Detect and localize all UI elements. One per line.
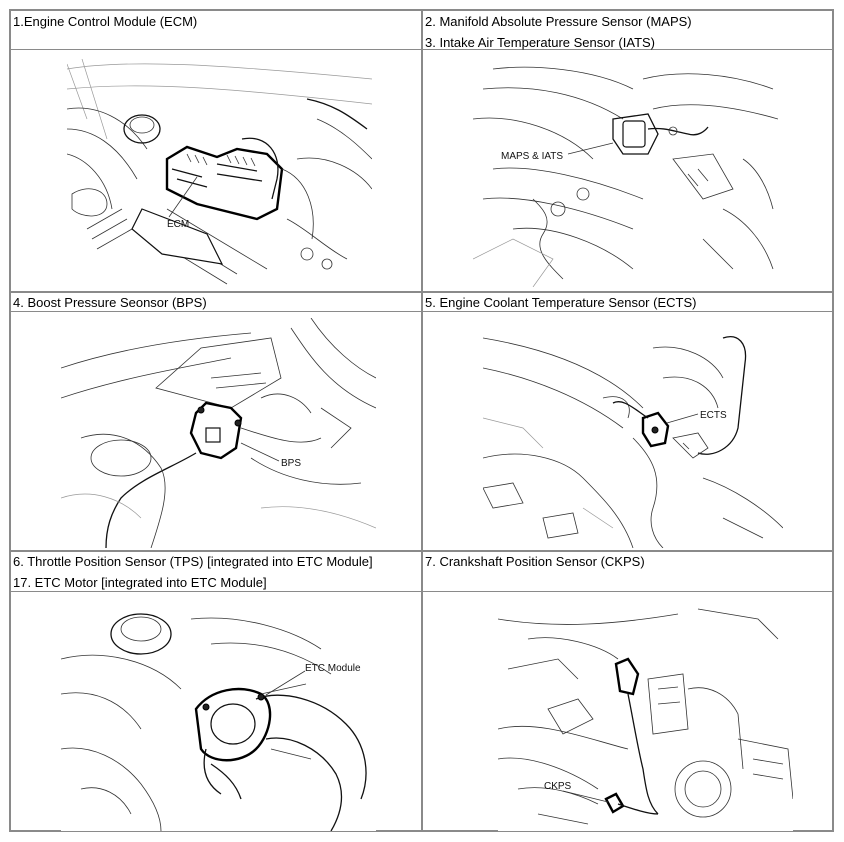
header-ckps: 7. Crankshaft Position Sensor (CKPS)	[423, 551, 832, 591]
sensor-location-table: 1.Engine Control Module (ECM) 2. Manifol…	[9, 9, 834, 832]
maps-iats-callout: MAPS & IATS	[501, 151, 563, 162]
ects-callout: ECTS	[700, 410, 727, 421]
etc-module-callout: ETC Module	[305, 663, 361, 674]
ecm-callout: ECM	[167, 219, 189, 230]
ecm-illustration: ECM	[67, 59, 372, 287]
header-tps-etc: 6. Throttle Position Sensor (TPS) [integ…	[11, 551, 421, 591]
header-line: 3. Intake Air Temperature Sensor (IATS)	[425, 35, 656, 50]
header-ects: 5. Engine Coolant Temperature Sensor (EC…	[423, 292, 832, 312]
header-line: 5. Engine Coolant Temperature Sensor (EC…	[425, 295, 697, 310]
header-ecm: 1.Engine Control Module (ECM)	[11, 11, 421, 49]
column-divider	[421, 11, 423, 832]
bps-illustration: BPS	[61, 318, 376, 548]
header-bps: 4. Boost Pressure Seonsor (BPS)	[11, 292, 421, 312]
maps-iats-illustration: MAPS & IATS	[473, 59, 778, 287]
row-divider	[11, 550, 832, 552]
header-line: 2. Manifold Absolute Pressure Sensor (MA…	[425, 14, 692, 29]
row-divider	[11, 291, 832, 293]
row-divider	[11, 311, 832, 312]
header-line: 17. ETC Motor [integrated into ETC Modul…	[13, 575, 267, 590]
row-divider	[11, 591, 832, 592]
header-line: 1.Engine Control Module (ECM)	[13, 14, 198, 29]
header-maps-iats: 2. Manifold Absolute Pressure Sensor (MA…	[423, 11, 832, 50]
row-divider	[11, 49, 832, 50]
bps-callout: BPS	[281, 458, 301, 469]
header-line: 7. Crankshaft Position Sensor (CKPS)	[425, 554, 645, 569]
header-line: 6. Throttle Position Sensor (TPS) [integ…	[13, 554, 373, 569]
header-line: 4. Boost Pressure Seonsor (BPS)	[13, 295, 207, 310]
ects-illustration: ECTS	[483, 318, 783, 548]
ckps-callout: CKPS	[544, 781, 572, 792]
etc-module-illustration: ETC Module	[61, 599, 376, 831]
ckps-illustration: CKPS	[498, 599, 793, 831]
